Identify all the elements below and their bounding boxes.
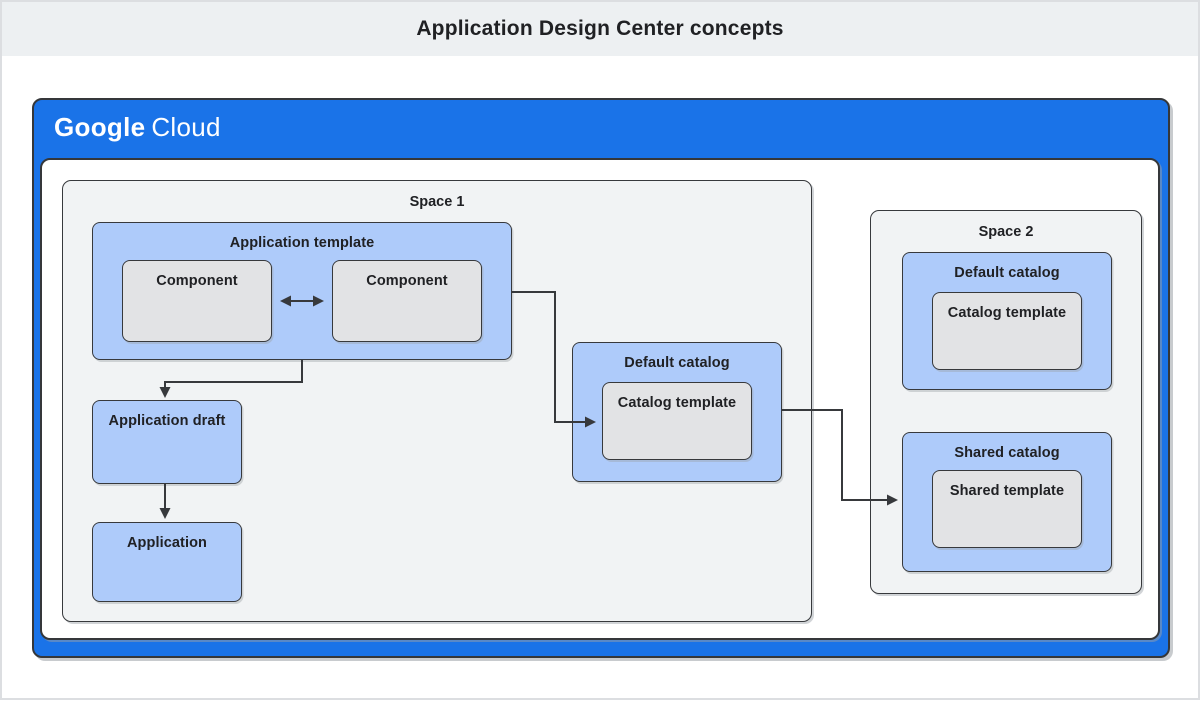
space2-catalog-template-label: Catalog template	[947, 305, 1067, 321]
cloud-logo-text: Cloud	[151, 112, 221, 142]
application-box: Application	[92, 522, 242, 602]
application-draft-box: Application draft	[92, 400, 242, 484]
google-logo-text: Google	[54, 112, 146, 142]
space1-catalog-template-box: Catalog template	[602, 382, 752, 460]
space1-default-catalog-label: Default catalog	[624, 355, 730, 371]
space-2-label: Space 2	[978, 224, 1034, 240]
shared-template-box: Shared template	[932, 470, 1082, 548]
space1-catalog-template-label: Catalog template	[617, 395, 737, 411]
component-1-label: Component	[156, 273, 238, 289]
component-box-2: Component	[332, 260, 482, 342]
application-template-label: Application template	[229, 235, 375, 251]
shared-catalog-label: Shared catalog	[954, 445, 1060, 461]
application-label: Application	[126, 535, 208, 551]
page-title: Application Design Center concepts	[416, 17, 784, 40]
space2-catalog-template-box: Catalog template	[932, 292, 1082, 370]
application-draft-label: Application draft	[108, 413, 226, 429]
space2-default-catalog-label: Default catalog	[954, 265, 1060, 281]
title-bar: Application Design Center concepts	[2, 2, 1198, 56]
space-1-label: Space 1	[409, 194, 465, 210]
component-box-1: Component	[122, 260, 272, 342]
component-2-label: Component	[366, 273, 448, 289]
shared-template-label: Shared template	[949, 483, 1065, 499]
